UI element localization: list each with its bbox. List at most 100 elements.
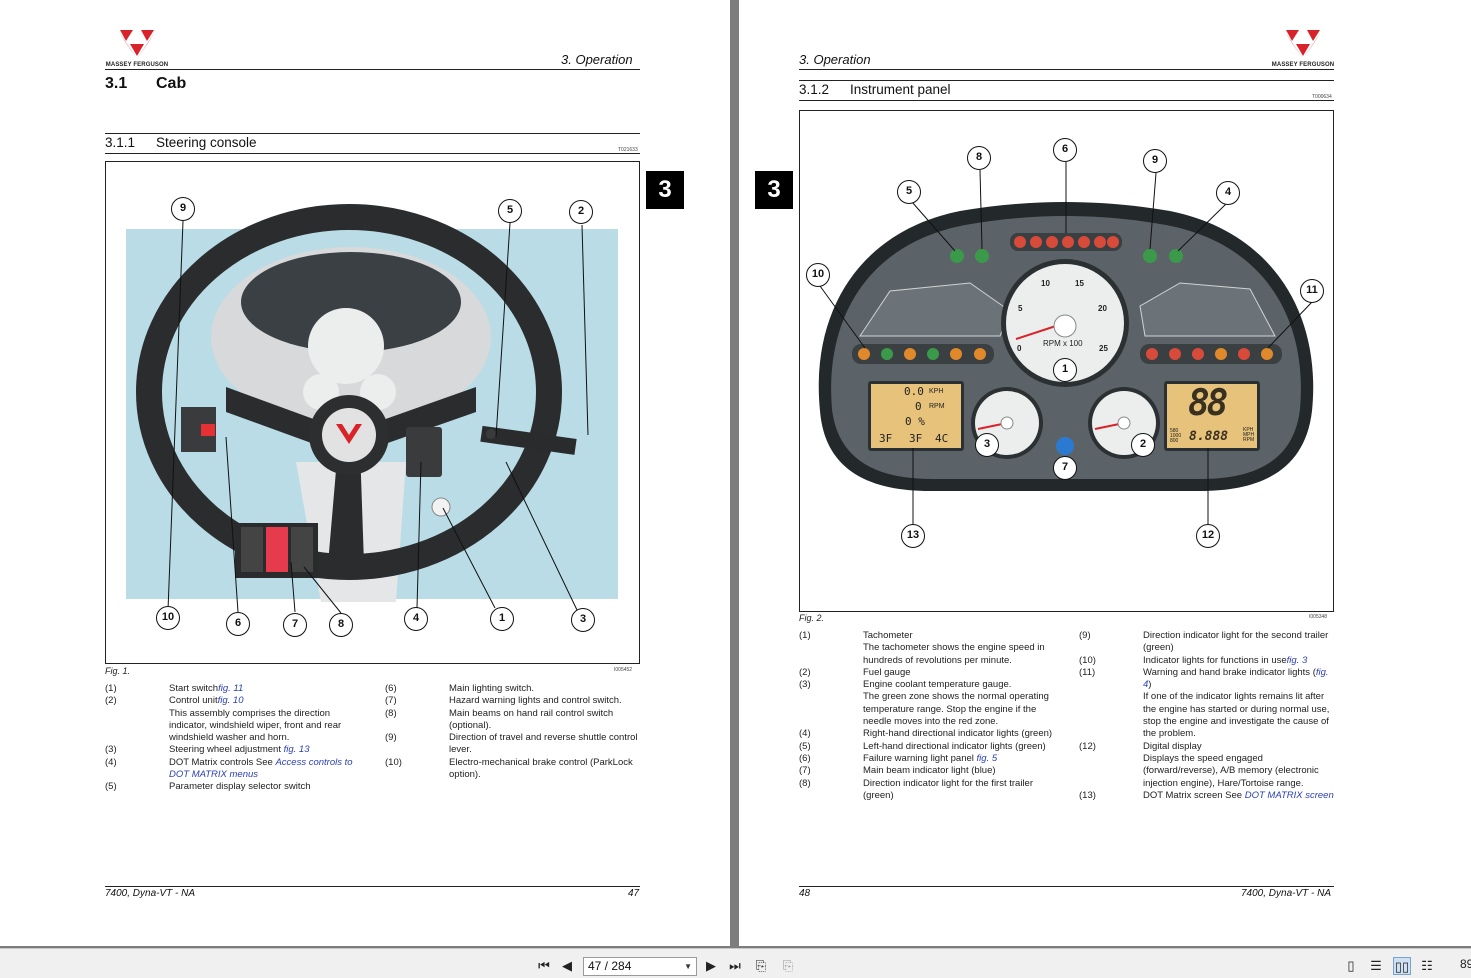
legend-row: Displays the speed engaged (forward/reve… <box>1143 752 1319 789</box>
fig-link[interactable]: fig. 3 <box>1286 654 1308 666</box>
subsection-rule-top <box>105 133 640 134</box>
digital-display-speed: 8.888 <box>1189 429 1229 444</box>
callout-1: 1 <box>1053 358 1077 382</box>
previous-page-button[interactable]: ◀ <box>562 958 572 973</box>
dot-matrix-screen <box>871 384 961 448</box>
legend-left-column: (1)Tachometer The tachometer shows the e… <box>799 630 1059 802</box>
last-page-button[interactable]: ⏭ <box>729 958 741 973</box>
legend-row: (10)Indicator lights for functions in us… <box>1079 654 1308 666</box>
digital-display-gear: 88 <box>1188 383 1228 424</box>
single-page-view-icon[interactable]: ▯ <box>1347 958 1355 973</box>
legend-row: (4)Right-hand directional indicator ligh… <box>799 728 1053 740</box>
lcd-rpm-value: 0 <box>915 400 922 413</box>
figure-caption: Fig. 2. <box>799 613 825 623</box>
callout-5: 5 <box>897 180 921 204</box>
ref-code: T021633 <box>618 147 638 153</box>
legend-left-column: (1)Start switchfig. 11 (2)Control unitfi… <box>105 683 370 794</box>
fig-link[interactable]: fig. 11 <box>218 683 244 694</box>
ref-code: T000634 <box>1312 94 1332 100</box>
page-header: 3. Operation <box>561 52 633 67</box>
digital-display-units: KPH MPH RPM <box>1243 427 1255 443</box>
next-page-button[interactable]: ▶ <box>706 958 716 973</box>
callout-7: 7 <box>1053 456 1077 480</box>
footer-rule <box>799 886 1334 887</box>
callout-1: 1 <box>490 607 514 631</box>
subsection-title: Instrument panel <box>850 82 951 97</box>
callout-5: 5 <box>498 199 522 223</box>
legend-row: (5)Parameter display selector switch <box>105 781 311 793</box>
section-number: 3.1 <box>105 75 128 92</box>
two-page-continuous-view-icon[interactable]: ☷ <box>1421 958 1433 973</box>
lcd-gear-mid: 3F <box>909 432 923 445</box>
fig-link[interactable]: fig. 5 <box>976 752 998 764</box>
callout-4: 4 <box>1216 181 1240 205</box>
zoom-level[interactable]: 89 <box>1460 957 1471 971</box>
legend-row: (2)Fuel gauge <box>799 666 911 678</box>
legend-row: This assembly comprises the direction in… <box>169 707 342 744</box>
next-view-icon[interactable]: ⎘ <box>782 958 794 973</box>
subsection-number: 3.1.2 <box>799 82 830 97</box>
legend-row: (4)DOT Matrix controls See Access contro… <box>105 756 353 781</box>
document-viewport[interactable]: MASSEY FERGUSON 3. Operation 3.1 Cab 3.1… <box>0 0 1471 948</box>
legend-row: (2)Control unitfig. 10 <box>105 695 244 707</box>
callout-12: 12 <box>1196 524 1220 548</box>
callout-10: 10 <box>156 606 180 630</box>
subsection-title: Steering console <box>156 135 257 150</box>
legend-row: If one of the indicator lights remains l… <box>1143 691 1330 740</box>
fig-link[interactable]: fig. 4 <box>1143 666 1329 691</box>
legend-row: (1)Start switchfig. 11 <box>105 683 244 694</box>
callout-4: 4 <box>404 607 428 631</box>
doc-link[interactable]: Access controls to DOT MATRIX menus <box>169 756 353 781</box>
viewer-toolbar <box>0 948 1471 978</box>
brand-text: MASSEY FERGUSON <box>105 62 169 68</box>
subsection-rule-top <box>799 80 1334 81</box>
fig-link[interactable]: fig. 10 <box>217 695 244 707</box>
footer-page-number: 47 <box>628 888 640 899</box>
figure-2-frame: RPM x 100 0 5 10 15 20 25 0.0 KPH 0 RPM … <box>799 110 1334 612</box>
figure-code: I005452 <box>614 667 633 673</box>
lcd-gear-front: 3F <box>879 432 893 445</box>
previous-view-icon[interactable]: ⎘ <box>755 958 767 973</box>
callout-10: 10 <box>806 263 830 287</box>
legend-row: (5)Left-hand directional indicator light… <box>799 740 1046 752</box>
tacho-tick: 10 <box>1041 279 1050 288</box>
first-page-button[interactable]: ⏮ <box>538 958 550 973</box>
legend-row: The green zone shows the normal operatin… <box>863 691 1049 728</box>
legend-row: The tachometer shows the engine speed in… <box>863 642 1045 666</box>
callout-2: 2 <box>569 200 593 224</box>
header-rule <box>105 69 640 70</box>
tacho-tick: 0 <box>1017 344 1022 353</box>
footer-model: 7400, Dyna-VT - NA <box>105 888 196 899</box>
tacho-tick: 5 <box>1018 304 1023 313</box>
legend-row: (13)DOT Matrix screen See DOT MATRIX scr… <box>1079 789 1334 801</box>
legend-right-column: (9)Direction indicator light for the sec… <box>1079 630 1335 802</box>
subsection-number: 3.1.1 <box>105 135 136 150</box>
doc-link[interactable]: DOT MATRIX screen <box>1244 789 1334 801</box>
tacho-tick: 25 <box>1099 344 1108 353</box>
subsection-rule-bottom <box>105 153 640 154</box>
page-47: MASSEY FERGUSON 3. Operation 3.1 Cab 3.1… <box>0 0 730 946</box>
chapter-tab: 3 <box>646 171 684 209</box>
lcd-speed-unit: KPH <box>929 388 944 395</box>
tacho-tick: 15 <box>1075 279 1084 288</box>
callout-8: 8 <box>329 613 353 637</box>
legend-row: (9)Direction indicator light for the sec… <box>1079 630 1329 654</box>
fig-link[interactable]: fig. 13 <box>283 744 310 756</box>
page-number-field[interactable]: 47 / 284▼ <box>583 957 697 976</box>
steering-console-illustration <box>126 204 618 614</box>
continuous-view-icon[interactable]: ☰ <box>1370 958 1382 973</box>
lcd-speed-value: 0.0 <box>904 385 924 398</box>
brand-text: MASSEY FERGUSON <box>1271 62 1335 68</box>
callout-2: 2 <box>1131 433 1155 457</box>
callout-8: 8 <box>967 146 991 170</box>
legend-row: (1)Tachometer <box>799 630 913 641</box>
section-title: Cab <box>156 75 187 92</box>
lcd-rpm-unit: RPM <box>929 403 945 410</box>
legend-row: (11)Warning and hand brake indicator lig… <box>1079 666 1329 691</box>
digital-display-pto-units: 580 1000 800 <box>1170 428 1182 444</box>
footer-rule <box>105 886 640 887</box>
two-page-view-icon[interactable]: ▯▯ <box>1393 957 1411 975</box>
chevron-down-icon[interactable]: ▼ <box>684 962 692 971</box>
main-beam-light <box>1056 437 1074 455</box>
tacho-tick: 20 <box>1098 304 1107 313</box>
